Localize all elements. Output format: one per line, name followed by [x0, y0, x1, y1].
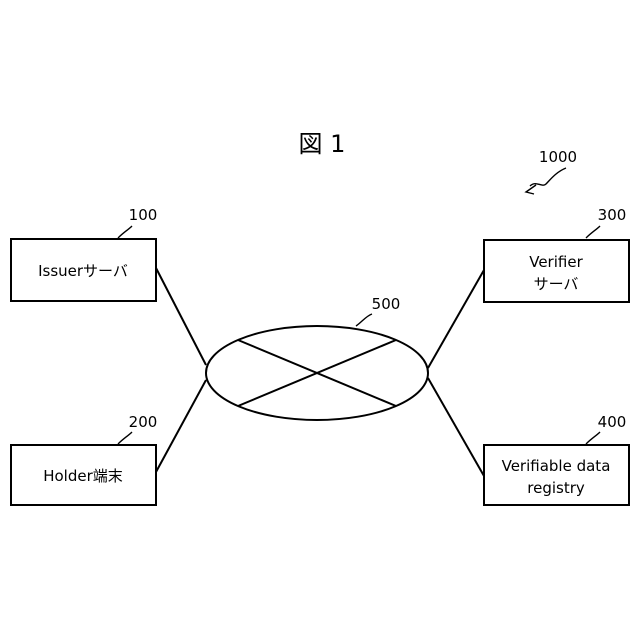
verifier-ref-label: 300	[598, 206, 627, 224]
issuer-ref-label: 100	[129, 206, 158, 224]
holder-ref-label: 200	[129, 413, 158, 431]
network-node	[206, 326, 428, 420]
issuer-ref-leader	[118, 226, 132, 238]
issuer-server-node: Issuerサーバ	[11, 239, 156, 301]
system-ref-label: 1000	[539, 148, 577, 166]
registry-ref-leader	[586, 432, 600, 444]
holder-terminal-node: Holder端末	[11, 445, 156, 505]
verifier-server-node: Verifier サーバ	[484, 240, 629, 302]
system-ref-arrowhead-icon	[526, 185, 536, 194]
holder-ref-leader	[118, 432, 132, 444]
registry-label-line1: Verifiable data	[502, 457, 611, 475]
holder-terminal-label: Holder端末	[43, 467, 123, 485]
registry-ref-label: 400	[598, 413, 627, 431]
system-ref-arrow	[530, 168, 566, 186]
verifier-label-line2: サーバ	[534, 275, 579, 293]
network-ref-leader	[356, 314, 372, 326]
registry-label-line2: registry	[527, 479, 585, 497]
verifier-label-line1: Verifier	[529, 253, 583, 271]
link-holder-network	[156, 380, 206, 472]
link-issuer-network	[156, 268, 206, 365]
verifier-ref-leader	[586, 226, 600, 238]
network-ref-label: 500	[372, 295, 401, 313]
issuer-server-label: Issuerサーバ	[38, 262, 128, 280]
link-verifier-network	[428, 270, 484, 368]
link-registry-network	[428, 378, 484, 476]
verifiable-data-registry-node: Verifiable data registry	[484, 445, 629, 505]
figure-title: 図 1	[299, 130, 346, 158]
